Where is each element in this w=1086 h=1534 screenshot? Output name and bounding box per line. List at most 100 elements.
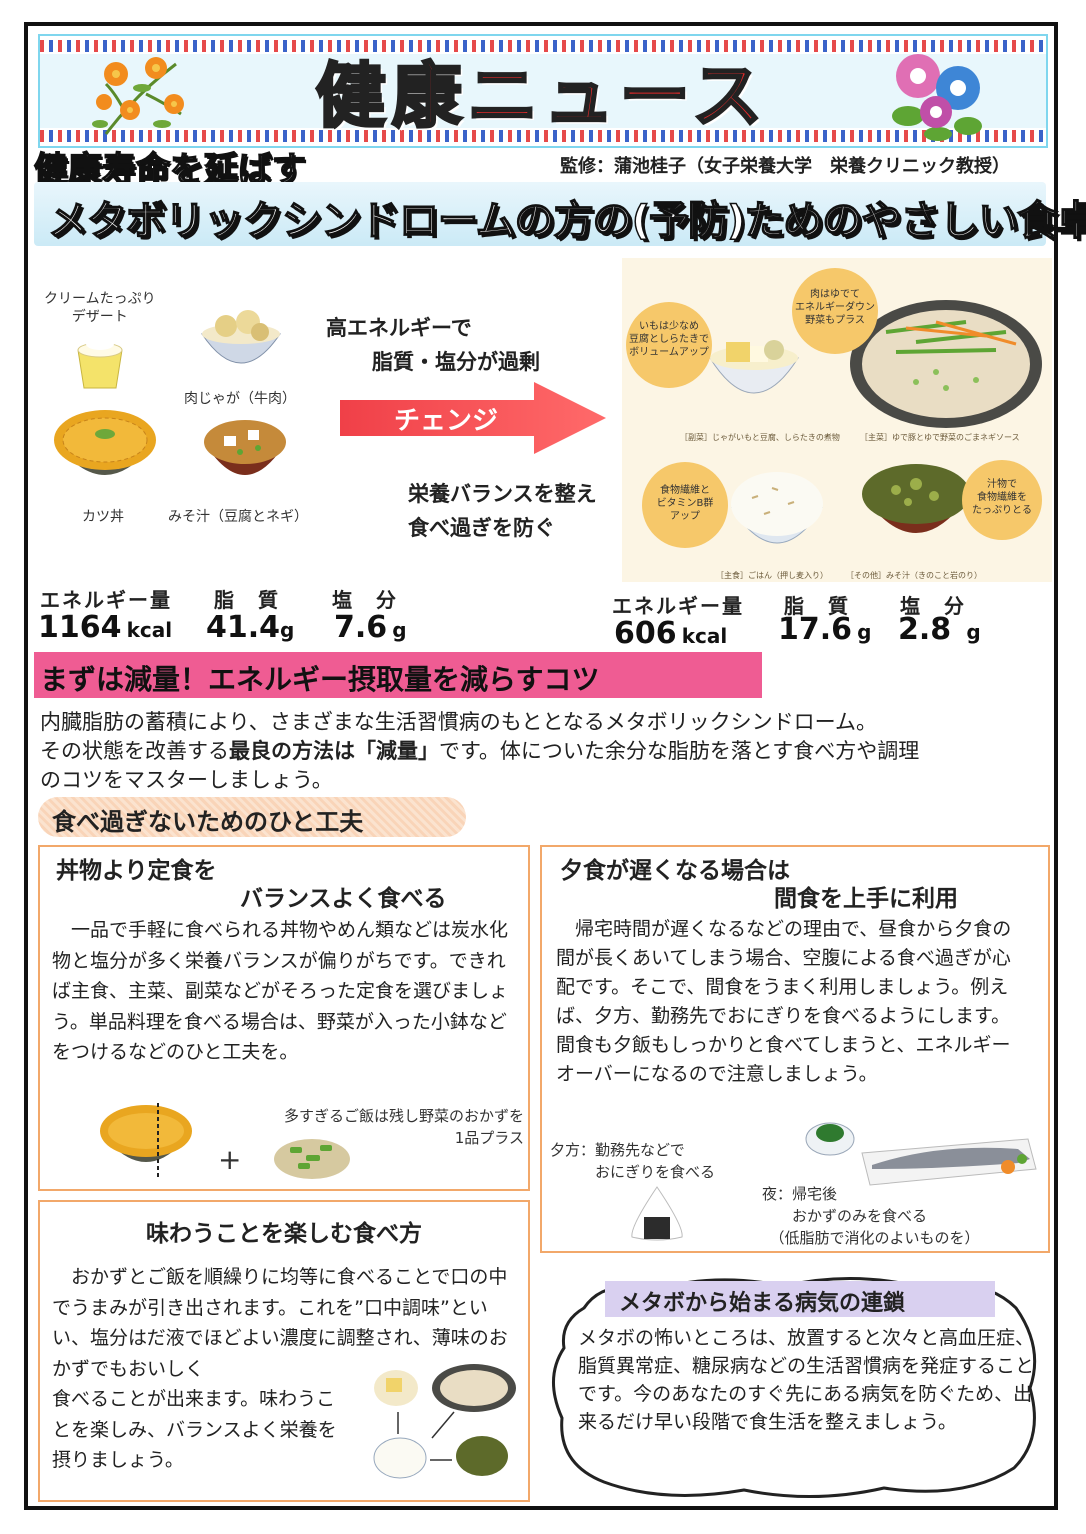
box3-title-line-1: 夕食が遅くなる場合は <box>560 858 790 884</box>
goal-line-1: 栄養バランスを整え <box>408 482 597 506</box>
tip-box-snacking: 夕食が遅くなる場合は 間食を上手に利用 帰宅時間が遅くなるなどの理由で、昼食から… <box>540 845 1050 1253</box>
katsudon-label: カツ丼 <box>82 509 124 525</box>
before-energy-unit: kcal <box>126 618 173 642</box>
problem-line-2: 脂質・塩分が過剰 <box>372 350 540 374</box>
before-energy-label: エネルギー量 <box>40 588 172 612</box>
chain-title: メタボから始まる病気の連鎖 <box>619 1291 906 1316</box>
callout-1: いもは少なめ 豆腐としらたきで ボリュームアップ <box>629 321 709 358</box>
section-heading-bar: まずは減量！エネルギー摂取量を減らすコツ <box>34 652 762 698</box>
box2-title: 味わうことを楽しむ食べ方 <box>146 1221 422 1247</box>
intro-emphasis: 最良の方法は「減量」 <box>229 739 439 763</box>
caption-3: ［主食］ごはん（押し麦入り） <box>716 571 828 580</box>
callout-circle-3 <box>642 462 728 548</box>
after-fat-unit: g <box>857 620 872 644</box>
banner-background <box>40 54 1046 128</box>
before-salt: 7.6 g <box>334 610 407 645</box>
dessert-illustration <box>77 338 123 389</box>
box1-title-line-2: バランスよく食べる <box>240 886 447 912</box>
mushroom-misoshiru-illustration <box>862 464 970 533</box>
supervisor-credit: 監修：蒲池桂子（女子栄養大学 栄養クリニック教授） <box>560 156 1010 177</box>
grilled-fish-illustration <box>861 1138 1037 1186</box>
title-banner <box>38 34 1048 148</box>
before-salt-label: 塩 分 <box>332 588 398 612</box>
barley-rice-illustration <box>731 472 823 544</box>
chain-body: メタボの怖いところは、放置すると次々と高血圧症、脂質異常症、糖尿病などの生活習慣… <box>578 1327 1035 1433</box>
evening-label: 夕方：勤務先などで おにぎりを食べる <box>550 1141 716 1181</box>
intro-line-2c: です。体についた余分な脂肪を落とす食べ方や調理 <box>439 739 920 763</box>
misoshiru-illustration <box>204 420 286 475</box>
intro-line-1: 内臓脂肪の蓄積により、さまざまな生活習慣病のもととなるメタボリックシンドローム。 <box>40 710 878 734</box>
callout-3: 食物繊維と ビタミンB群 アップ <box>656 485 714 522</box>
before-fat: 41.4g <box>206 610 294 645</box>
caption-1: ［副菜］じゃがいもと豆腐、しらたきの煮物 <box>680 433 840 442</box>
goal-line-2: 食べ過ぎを防ぐ <box>408 516 555 540</box>
before-fat-value: 41.4 <box>206 610 281 645</box>
onigiri-illustration <box>631 1186 683 1241</box>
section-heading: まずは減量！エネルギー摂取量を減らすコツ <box>40 663 600 696</box>
after-fat-value: 17.6 <box>778 612 853 647</box>
after-fat-label: 脂 質 <box>784 594 850 618</box>
orange-flower-illustration <box>92 57 184 135</box>
page-frame <box>24 22 1058 1510</box>
box2-body-bottom: 食べることが出来ます。味わうことを楽しみ、バランスよく栄養を摂りましょう。 <box>52 1388 337 1471</box>
callout-circle-2 <box>792 268 878 354</box>
callout-2: 肉はゆでて エネルギーダウン 野菜もプラス <box>795 289 875 326</box>
nikujaga-label: 肉じゃが（牛肉） <box>184 391 296 407</box>
callout-circle-1 <box>626 302 712 388</box>
before-fat-label: 脂 質 <box>214 588 280 612</box>
night-label: 夜：帰宅後 おかずのみを食べる （低脂肪で消化のよいものを） <box>762 1185 980 1247</box>
before-energy: 1164 kcal <box>38 610 172 645</box>
box3-body: 帰宅時間が遅くなるなどの理由で、昼食から夕食の間が長くあいてしまう場合、空腹によ… <box>556 918 1012 1085</box>
katsudon-illustration <box>54 410 156 475</box>
callout-circle-4 <box>962 460 1042 540</box>
after-energy-unit: kcal <box>681 624 728 648</box>
after-salt: 2.8 g <box>898 612 981 647</box>
simmered-potato-illustration <box>709 340 799 394</box>
tips-pill: 食べ過ぎないためのひと工夫 <box>38 797 466 837</box>
box3-title-line-2: 間食を上手に利用 <box>774 886 958 912</box>
box2-body-top: おかずとご飯を順繰りに均等に食べることで口の中でうまみが引き出されます。これを”… <box>52 1266 508 1380</box>
problem-line-1: 高エネルギーで <box>326 316 472 340</box>
after-salt-unit: g <box>966 620 981 644</box>
after-energy-value: 606 <box>614 616 677 651</box>
callout-4: 汁物で 食物繊維を たっぷりとる <box>972 479 1032 516</box>
after-energy: 606 kcal <box>614 616 727 651</box>
misoshiru-label: みそ汁（豆腐とネギ） <box>168 509 308 525</box>
boiled-pork-illustration <box>850 300 1042 428</box>
banner-stripe-top <box>40 40 1046 52</box>
caption-4: ［その他］みそ汁（きのこと岩のり） <box>846 571 982 580</box>
intro-line-2: その状態を改善する最良の方法は「減量」です。体についた余分な脂肪を落とす食べ方や… <box>40 737 1040 766</box>
intro-text: 内臓脂肪の蓄積により、さまざまな生活習慣病のもととなるメタボリックシンドローム。… <box>40 708 1040 795</box>
plus-sign: + <box>218 1143 242 1176</box>
dessert-label: クリームたっぷり デザート <box>44 291 156 325</box>
before-salt-unit: g <box>392 618 407 642</box>
after-salt-value: 2.8 <box>898 612 952 647</box>
nikujaga-illustration <box>201 310 281 364</box>
morning-glory-illustration <box>892 54 982 141</box>
tip-box-donburi: 丼物より定食を バランスよく食べる 一品で手軽に食べられる丼物やめん類などは炭水… <box>38 845 530 1191</box>
box1-body: 一品で手軽に食べられる丼物やめん類などは炭水化物と塩分が多く栄養バランスが偏りが… <box>52 919 509 1063</box>
chain-title-bar: メタボから始まる病気の連鎖 <box>605 1281 995 1317</box>
alternating-meal-illustration <box>373 1364 516 1479</box>
caption-2: ［主菜］ゆで豚とゆで野菜のごまネギソース <box>860 433 1020 442</box>
box1-title-line-1: 丼物より定食を <box>56 858 217 884</box>
before-fat-unit: g <box>280 618 295 642</box>
banner-stripe-bottom <box>40 130 1046 142</box>
box1-katsudon-illustration <box>100 1103 192 1177</box>
side-dish-illustration <box>274 1139 350 1179</box>
intro-line-2a: その状態を改善する <box>40 739 229 763</box>
change-label: チェンジ <box>394 406 499 436</box>
headline: メタボリックシンドロームの方の(予防)ためのやさしい食卓 <box>47 197 1086 245</box>
after-fat: 17.6 g <box>778 612 871 647</box>
after-salt-label: 塩 分 <box>900 594 966 618</box>
after-energy-label: エネルギー量 <box>612 594 744 618</box>
spinach-side-illustration <box>805 1122 855 1156</box>
before-energy-value: 1164 <box>38 610 122 645</box>
tip-box-enjoy-eating: 味わうことを楽しむ食べ方 おかずとご飯を順繰りに均等に食べることで口の中でうまみ… <box>38 1200 530 1502</box>
change-arrow <box>340 382 606 454</box>
intro-line-3: のコツをマスターしましょう。 <box>40 768 333 792</box>
tips-pill-label: 食べ過ぎないためのひと工夫 <box>52 808 364 836</box>
box1-note: 多すぎるご飯は残し野菜のおかずを 1品プラス <box>283 1107 524 1147</box>
newsletter-title: 健康ニュース <box>314 54 769 139</box>
headline-bar: メタボリックシンドロームの方の(予防)ためのやさしい食卓 <box>34 182 1086 246</box>
